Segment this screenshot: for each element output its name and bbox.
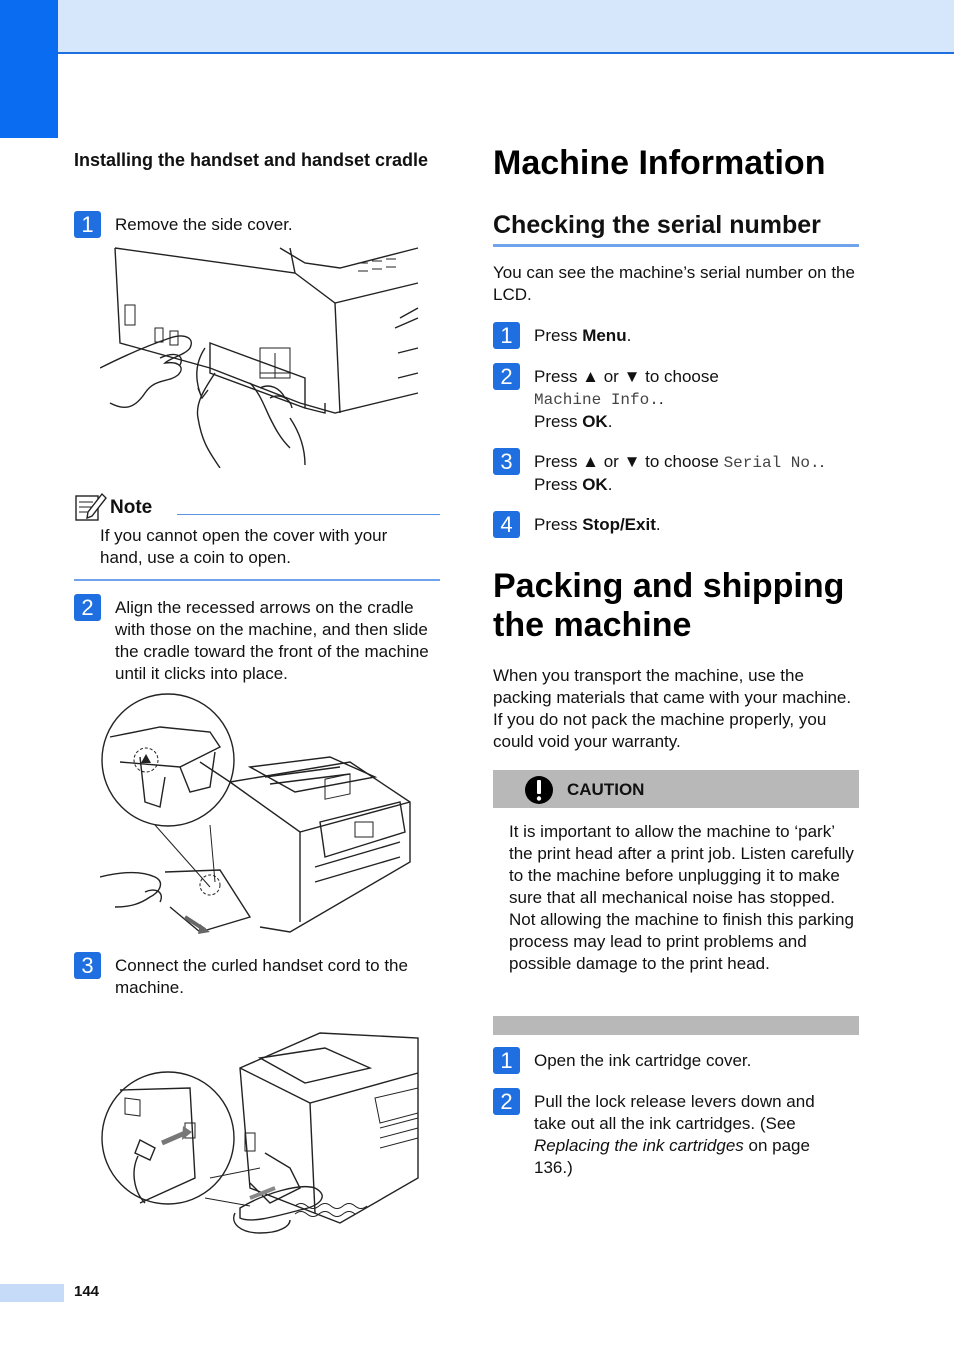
step-badge-2: 2 bbox=[74, 594, 101, 621]
serial-step-badge-1: 1 bbox=[493, 322, 520, 349]
illustration-remove-side-cover bbox=[100, 247, 419, 468]
heading-machine-information: Machine Information bbox=[493, 144, 826, 182]
note-rule bbox=[177, 514, 440, 515]
step-text-2: Align the recessed arrows on the cradle … bbox=[115, 598, 429, 683]
note-body: If you cannot open the cover with your h… bbox=[100, 526, 388, 567]
caution-icon bbox=[525, 776, 553, 804]
caution-label: CAUTION bbox=[567, 780, 645, 799]
note-icon bbox=[75, 492, 107, 521]
pack-step-badge-2: 2 bbox=[493, 1088, 520, 1115]
heading-checking-serial: Checking the serial number bbox=[493, 211, 821, 239]
note-title: Note bbox=[110, 497, 153, 518]
serial-step-1: Press Menu. bbox=[534, 326, 632, 345]
serial-step-3: Press ▲ or ▼ to choose Serial No.. Press… bbox=[534, 452, 825, 494]
serial-step-2: Press ▲ or ▼ to choose Machine Info.. Pr… bbox=[534, 367, 719, 431]
packing-intro: When you transport the machine, use the … bbox=[493, 666, 852, 751]
header-band bbox=[0, 0, 954, 54]
illustration-connect-cord bbox=[101, 1032, 419, 1234]
serial-step-4: Press Stop/Exit. bbox=[534, 515, 661, 534]
serial-intro: You can see the machine’s serial number … bbox=[493, 263, 855, 304]
caution-bar bbox=[493, 770, 859, 808]
pack-step-badge-1: 1 bbox=[493, 1047, 520, 1074]
page-number-tab bbox=[0, 1284, 64, 1302]
serial-step-badge-2: 2 bbox=[493, 363, 520, 390]
heading-rule bbox=[493, 244, 859, 247]
step-text-3: Connect the curled handset cord to the m… bbox=[115, 956, 408, 997]
serial-step-badge-3: 3 bbox=[493, 448, 520, 475]
illustration-attach-cradle bbox=[100, 693, 411, 934]
heading-packing-shipping: Packing and shipping the machine bbox=[493, 567, 845, 644]
caution-body: It is important to allow the machine to … bbox=[509, 822, 854, 973]
pack-step-2: Pull the lock release levers down and ta… bbox=[534, 1092, 815, 1177]
step-badge-1: 1 bbox=[74, 211, 101, 238]
page-number: 144 bbox=[74, 1283, 100, 1300]
serial-step-badge-4: 4 bbox=[493, 511, 520, 538]
chapter-tab bbox=[0, 0, 58, 138]
pack-step-1: Open the ink cartridge cover. bbox=[534, 1051, 752, 1070]
note-divider bbox=[74, 579, 440, 581]
caution-bottom-bar bbox=[493, 1016, 859, 1035]
step-badge-3: 3 bbox=[74, 952, 101, 979]
step-text-1: Remove the side cover. bbox=[115, 215, 293, 234]
link-replacing-ink: Replacing the ink cartridges bbox=[534, 1136, 744, 1155]
section-title-handset: Installing the handset and handset cradl… bbox=[74, 150, 429, 170]
